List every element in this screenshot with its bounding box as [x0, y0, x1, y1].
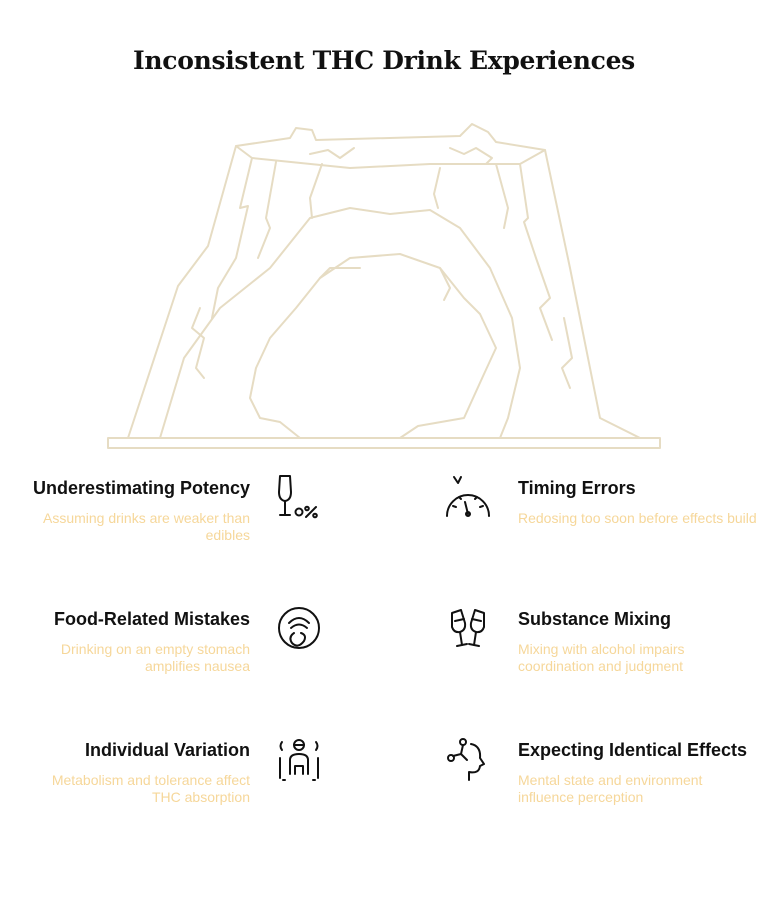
gauge-timer-icon [443, 472, 493, 522]
item-heading: Individual Variation [84, 740, 250, 760]
page-title: Inconsistent THC Drink Experiences [133, 46, 635, 75]
item-heading: Substance Mixing [518, 609, 672, 629]
champagne-toast-icon [443, 603, 493, 653]
item-timing-errors: Timing Errors Redosing too soon before e… [518, 476, 758, 527]
item-substance-mixing: Substance Mixing Mixing with alcohol imp… [518, 607, 758, 675]
item-description: Mental state and environment influence p… [518, 772, 703, 805]
item-underestimating-potency: Underestimating Potency Assuming drinks … [30, 476, 250, 544]
item-food-related-mistakes: Food-Related Mistakes Drinking on an emp… [30, 607, 250, 675]
item-individual-variation: Individual Variation Metabolism and tole… [30, 738, 250, 806]
item-description: Assuming drinks are weaker than edibles [43, 510, 250, 543]
item-expecting-identical-effects: Expecting Identical Effects Mental state… [518, 738, 758, 806]
glass-percentage-icon [272, 472, 322, 522]
item-description: Drinking on an empty stomach amplifies n… [60, 641, 250, 674]
cave-rock-illustration [107, 123, 661, 449]
item-heading: Expecting Identical Effects [518, 740, 748, 760]
item-heading: Food-Related Mistakes [53, 609, 250, 629]
item-description: Mixing with alcohol impairs coordination… [518, 641, 685, 674]
item-heading: Timing Errors [518, 478, 636, 498]
item-heading: Underestimating Potency [32, 478, 250, 498]
item-description: Metabolism and tolerance affect THC abso… [51, 772, 250, 805]
stomach-icon [274, 603, 324, 653]
head-mind-icon [443, 734, 493, 784]
person-variation-icon [274, 734, 324, 784]
item-description: Redosing too soon before effects build [518, 510, 757, 526]
